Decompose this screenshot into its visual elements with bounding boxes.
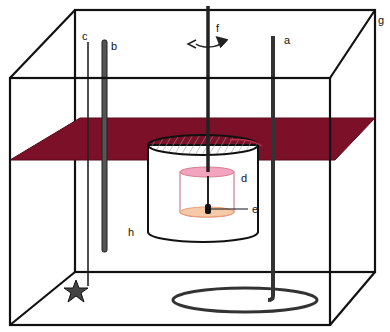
leader-line bbox=[211, 209, 248, 210]
rod-label: a bbox=[284, 34, 290, 46]
electrode-rod bbox=[268, 36, 273, 300]
tank-label: g bbox=[378, 14, 384, 26]
support-plate bbox=[10, 118, 375, 160]
beaker bbox=[148, 135, 262, 242]
shaft-label: f bbox=[216, 22, 219, 34]
star-electrode bbox=[64, 280, 88, 302]
sample-label: e bbox=[252, 203, 258, 215]
rod-label: b bbox=[111, 40, 117, 52]
rod-label: c bbox=[82, 30, 88, 42]
rotating-shaft bbox=[206, 6, 210, 172]
ring-electrode bbox=[173, 288, 317, 312]
rotation-arrow bbox=[188, 40, 196, 48]
tank-frame bbox=[10, 78, 330, 325]
tank-frame bbox=[10, 10, 375, 325]
sample bbox=[205, 204, 211, 214]
rotation-arrow bbox=[196, 40, 221, 47]
electrode-rod bbox=[102, 40, 107, 252]
holder-label: d bbox=[241, 172, 247, 184]
beaker-label: h bbox=[128, 226, 134, 238]
